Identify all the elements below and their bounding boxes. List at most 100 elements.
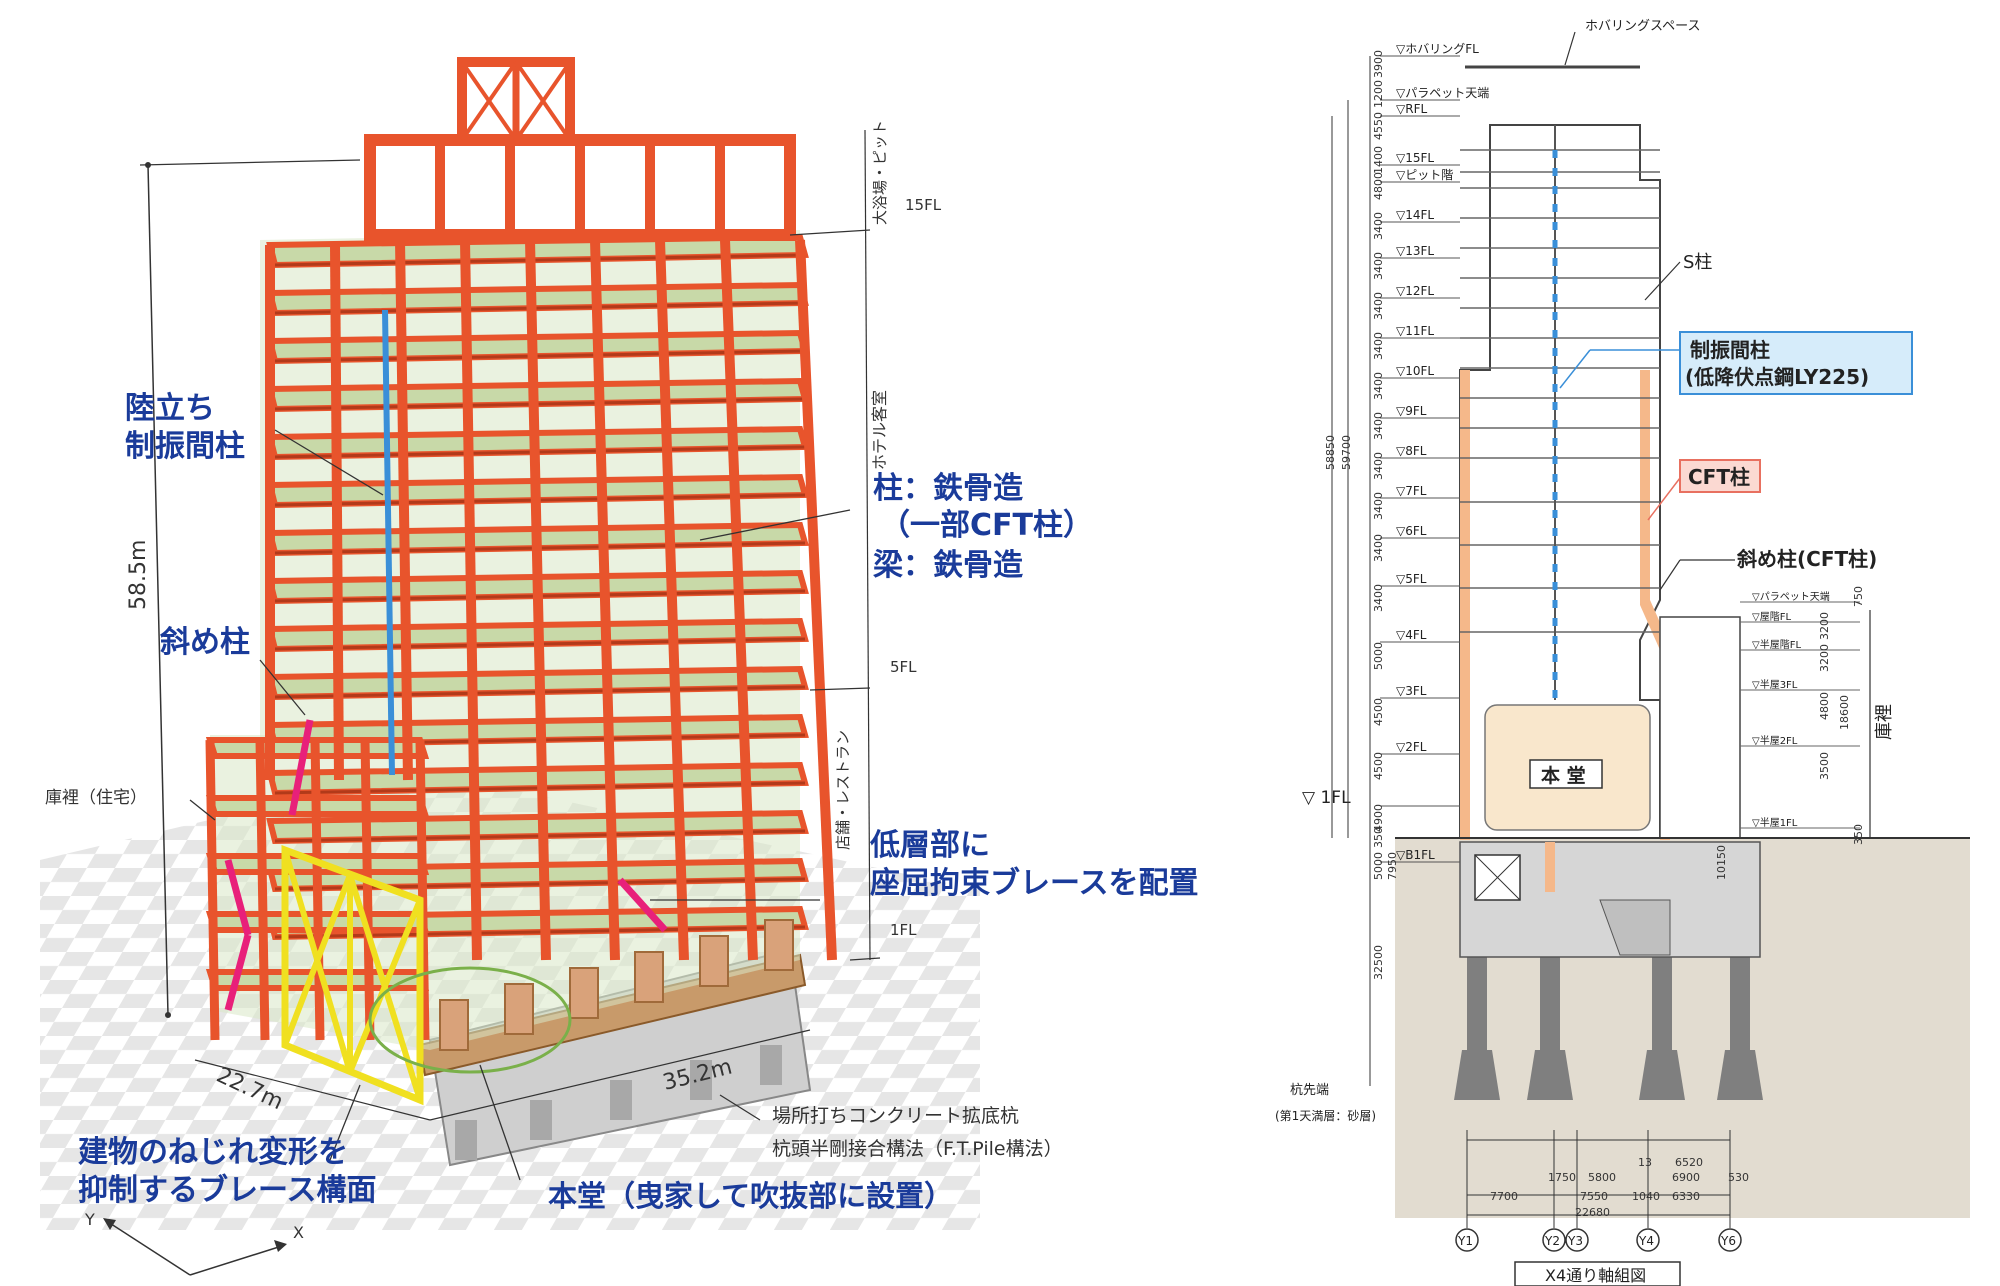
story-dim: 4500 <box>1372 752 1385 780</box>
story-dim: 3400 <box>1372 332 1385 360</box>
level-label: ▽3FL <box>1396 684 1427 698</box>
axis-bubble <box>1455 1228 1479 1252</box>
section-basement <box>1459 841 1761 958</box>
dim-1750: 1750 <box>1548 1171 1576 1184</box>
label-pile-2: 杭頭半剛接合構法（F.T.Pile構法） <box>772 1138 1063 1160</box>
story-dim: 5000 <box>1372 642 1385 670</box>
section-callout-diagonal: 斜め柱(CFT柱) <box>1736 547 1877 571</box>
annex-dim: 3200 <box>1818 644 1831 672</box>
steel-column <box>590 239 620 961</box>
story-dim: 3400 <box>1372 292 1385 320</box>
level-label: ▽パラペット天端 <box>1396 86 1489 100</box>
annex-level-labels: ▽パラペット天端▽屋階FL▽半屋階FL▽半屋3FL▽半屋2FL▽半屋1FL <box>1740 590 1860 829</box>
section-callout-damper-line1: 制振間柱 <box>1690 338 1770 362</box>
left-3d-model: 陸立ち 制振間柱 柱：鉄骨造 （一部CFT柱） 梁：鉄骨造 斜め柱 低層部に 座… <box>40 57 1199 1276</box>
axis-bubble-label: Y4 <box>1638 1234 1654 1248</box>
story-dim: 3400 <box>1372 212 1385 240</box>
section-hall-label: 本 堂 <box>1541 764 1586 787</box>
torsion-brace-plane <box>281 844 424 1106</box>
steel-column <box>655 239 689 961</box>
axis-indicator <box>103 1218 287 1276</box>
dim-13: 13 <box>1638 1156 1652 1169</box>
story-dim: 4550 <box>1372 112 1385 140</box>
floor-beam <box>274 397 806 411</box>
level-label: ▽ピット階 <box>1396 167 1453 182</box>
section-level-labels: ▽ホバリングFL▽パラペット天端▽RFL▽15FL▽ピット階▽14FL▽13FL… <box>1302 42 1489 863</box>
pile-tip-label: 杭先端 <box>1290 1083 1329 1098</box>
axis-bubble-label: Y6 <box>1720 1234 1736 1248</box>
story-dim: 1200 <box>1372 80 1385 108</box>
level-label: ▽13FL <box>1396 244 1434 258</box>
floor-beam <box>274 445 806 459</box>
section-hall-label-box <box>1529 759 1603 789</box>
label-residence: 庫裡（住宅） <box>45 788 147 808</box>
axis-x-label: X <box>293 1223 304 1242</box>
level-label: ▽5FL <box>1396 572 1427 586</box>
floor-beam <box>274 349 806 363</box>
story-dim: 4500 <box>1372 698 1385 726</box>
story-dim: 3400 <box>1372 252 1385 280</box>
callout-torsion-line2: 抑制するブレース構面 <box>78 1173 377 1208</box>
dim-7550: 7550 <box>1580 1190 1608 1203</box>
label-bath: 大浴場・ピット <box>871 120 889 225</box>
dim-height: 58.5m <box>126 540 151 610</box>
level-label: ▽12FL <box>1396 284 1434 298</box>
axis-bubble-label: Y2 <box>1544 1234 1560 1248</box>
story-dim: 5000 <box>1372 852 1385 880</box>
story-dim: 4900 <box>1372 804 1385 832</box>
label-15fl: 15FL <box>905 196 942 214</box>
low-rise-column <box>310 739 325 1041</box>
annex-dim: 18600 <box>1838 695 1851 730</box>
story-dim: 3400 <box>1372 452 1385 480</box>
annex-dim: 10150 <box>1715 845 1728 880</box>
callout-leaders <box>189 429 851 1181</box>
dim-5800: 5800 <box>1588 1171 1616 1184</box>
callout-column-line2: （一部CFT柱） <box>880 508 1093 543</box>
annex-dim: 750 <box>1852 586 1865 607</box>
story-dim: 1400 <box>1372 146 1385 174</box>
level-label: ▽8FL <box>1396 444 1427 458</box>
low-rise-column <box>205 739 220 1041</box>
story-dim: 3400 <box>1372 492 1385 520</box>
base-pier <box>569 967 599 1019</box>
annex-level-label: ▽半屋階FL <box>1752 638 1801 651</box>
total-dim: 58850 <box>1324 435 1337 470</box>
callout-beam: 梁：鉄骨造 <box>873 548 1023 583</box>
cft-column-b1 <box>1545 842 1555 892</box>
axis-bubble <box>1718 1228 1742 1252</box>
diagonal-columns <box>224 719 668 1011</box>
level-label: ▽2FL <box>1396 740 1427 754</box>
low-rise-column <box>360 739 375 1041</box>
base-pier <box>699 935 729 987</box>
section-callout-damper-line2: (低降伏点鋼LY225) <box>1685 365 1869 389</box>
label-restaurant: 店舗・レストラン <box>834 730 852 850</box>
steel-column <box>395 239 413 781</box>
dim-6900: 6900 <box>1672 1171 1700 1184</box>
steel-column <box>460 239 482 961</box>
callout-diagonal: 斜め柱 <box>160 625 250 660</box>
soil-layer-label: (第1天満層：砂層) <box>1275 1109 1376 1123</box>
dim-530: 530 <box>1728 1171 1749 1184</box>
level-label: ▽7FL <box>1396 484 1427 498</box>
level-label: ▽15FL <box>1396 151 1434 165</box>
base-pier <box>764 919 794 971</box>
story-dim: 3900 <box>1372 50 1385 78</box>
label-hotel: ホテル客室 <box>870 390 889 470</box>
story-dim: 350 <box>1372 827 1385 848</box>
annex-dim: 3500 <box>1818 752 1831 780</box>
penthouse-frame <box>364 57 796 241</box>
steel-columns <box>205 239 837 1051</box>
level-label: ▽RFL <box>1396 102 1427 116</box>
section-title: X4通り軸組図 <box>1545 1266 1646 1285</box>
label-5fl: 5FL <box>890 658 917 676</box>
callout-brb-line2: 座屈拘束ブレースを配置 <box>870 866 1199 901</box>
dim-1040: 1040 <box>1632 1190 1660 1203</box>
story-dim: 3400 <box>1372 584 1385 612</box>
section-callout-s-column: S柱 <box>1683 252 1712 273</box>
level-label: ▽ 1FL <box>1302 788 1351 808</box>
axis-bubble-label: Y3 <box>1567 1234 1583 1248</box>
dim-6330: 6330 <box>1672 1190 1700 1203</box>
story-dim: 3400 <box>1372 534 1385 562</box>
